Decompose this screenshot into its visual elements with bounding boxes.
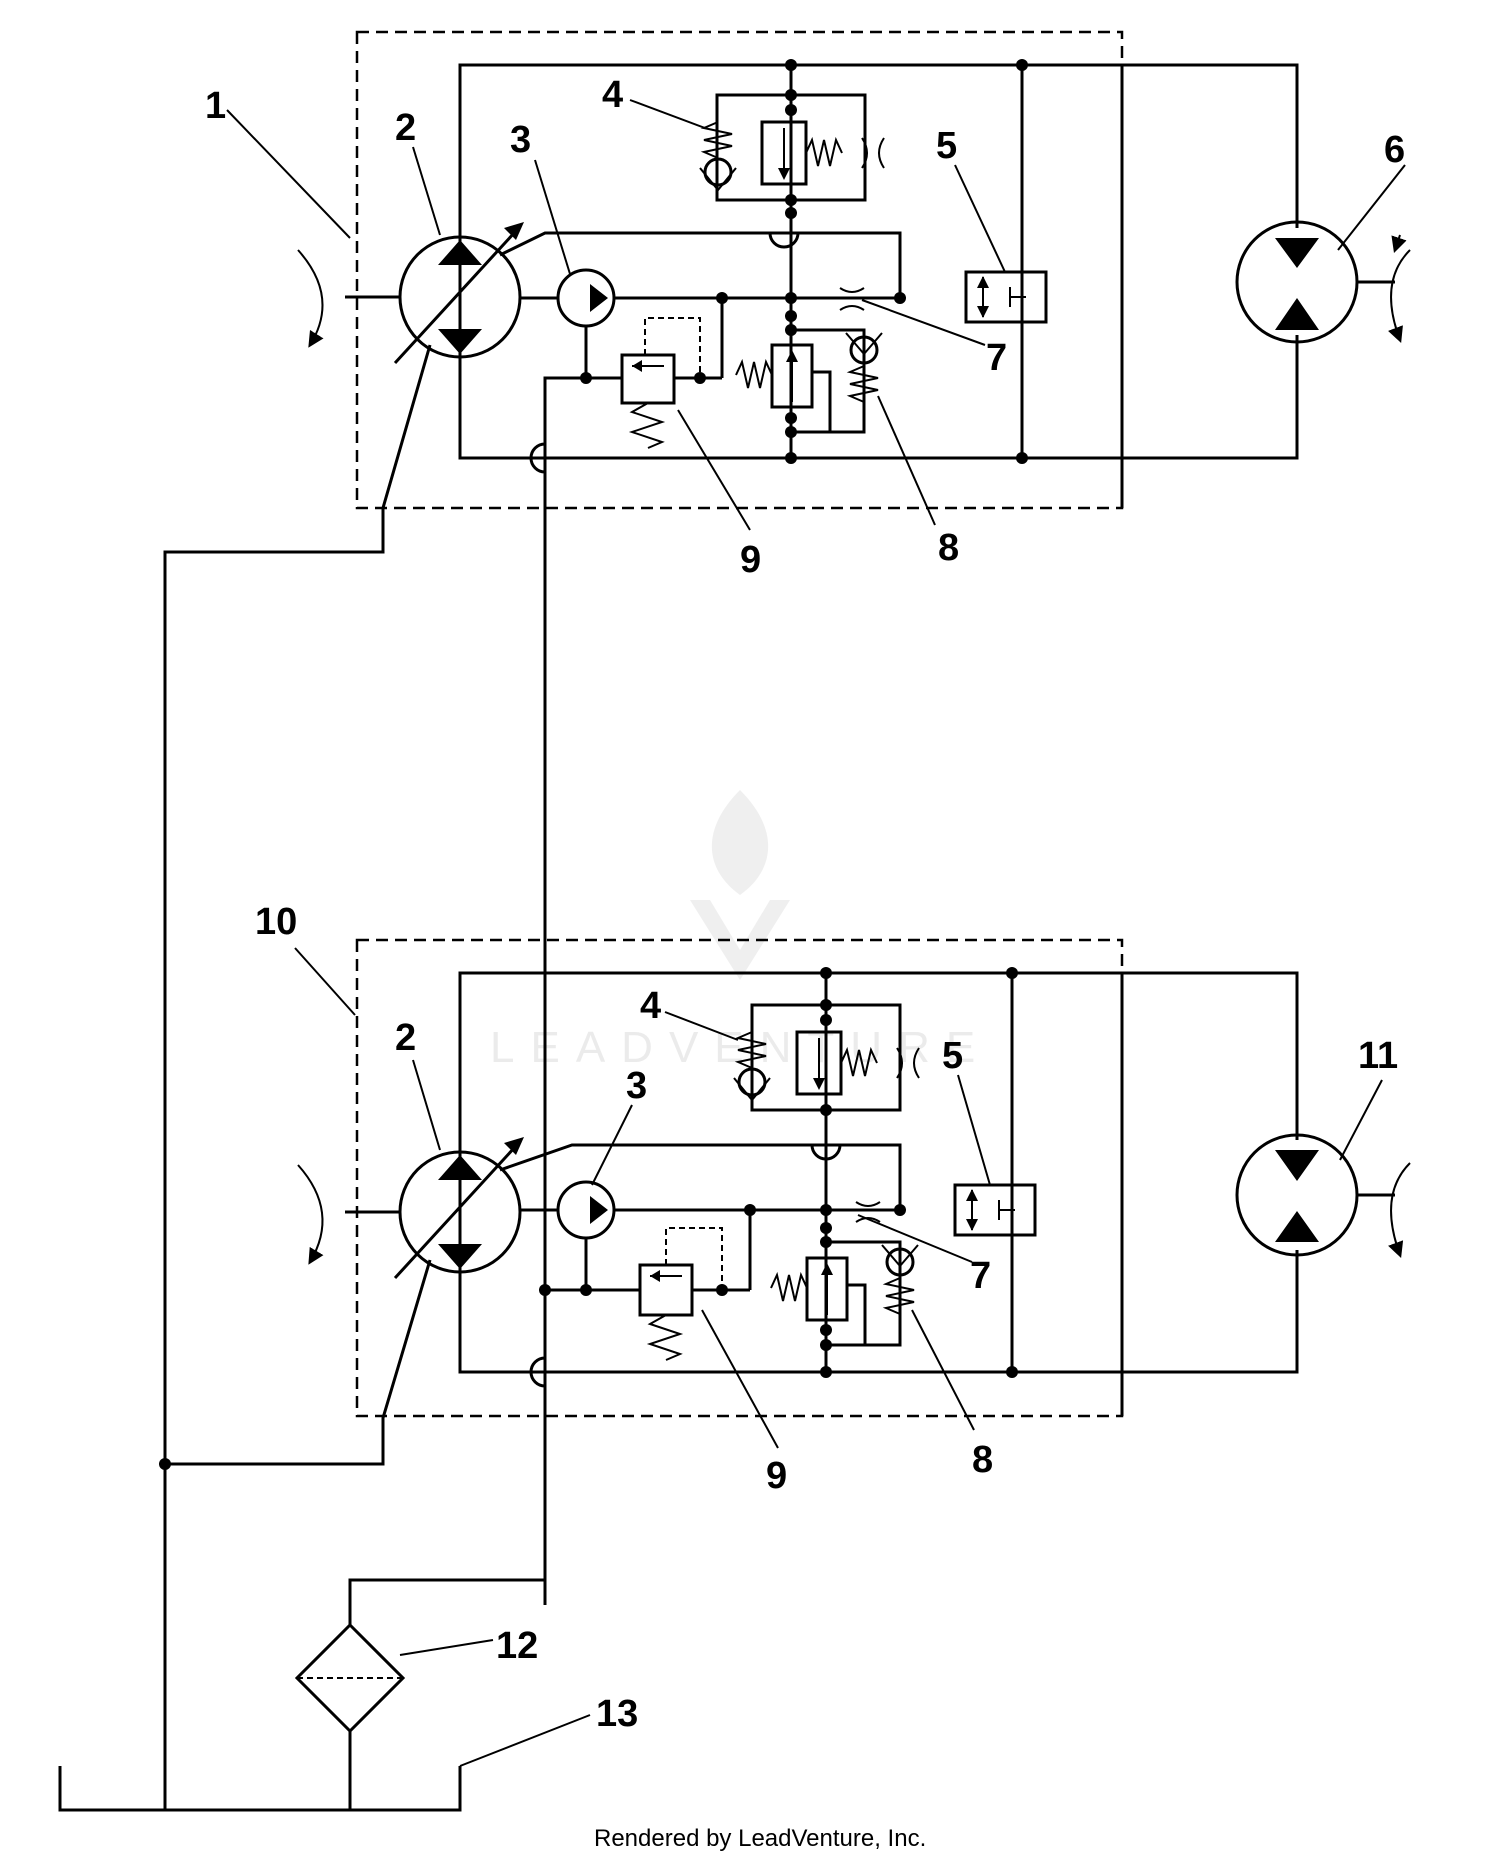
relief-check-valve-lower-bottom [770,1240,919,1347]
callout-4-bottom: 4 [640,985,661,1027]
charge-pump-bottom [556,1180,616,1240]
callout-9-top: 9 [740,539,761,581]
variable-pump-bottom [393,1137,524,1280]
hydraulic-motor-bottom [1235,1133,1411,1259]
footer-credit: Rendered by LeadVenture, Inc. [594,1825,926,1852]
hydraulic-motor-top [1235,220,1411,344]
callout-3-top: 3 [510,119,531,161]
callout-labels: 1 2 3 4 5 6 7 8 9 10 2 3 4 5 11 7 8 9 12… [205,74,1405,1735]
callout-5-bottom: 5 [942,1035,963,1077]
callout-8-top: 8 [938,527,959,569]
bypass-valve-bottom [953,1183,1037,1237]
leadventure-watermark: LEADVENTURE [490,790,991,1072]
filter [294,1622,406,1734]
callout-7-top: 7 [986,337,1007,379]
callout-7-bottom: 7 [970,1255,991,1297]
callout-10: 10 [255,901,297,943]
callout-1: 1 [205,85,226,127]
charge-pump-top [556,268,616,328]
callout-13: 13 [596,1693,638,1735]
charge-relief-valve-bottom [638,1227,723,1361]
callout-6: 6 [1384,129,1405,171]
reservoir [58,1766,462,1812]
callout-3-bottom: 3 [626,1065,647,1107]
callout-8-bottom: 8 [972,1439,993,1481]
variable-pump-top [393,222,524,365]
callout-leaders [226,99,1406,1767]
relief-check-valve-lower-top [735,328,883,434]
callout-11: 11 [1358,1035,1398,1077]
pump-assembly-top [163,30,1411,1810]
callout-9-bottom: 9 [766,1455,787,1497]
callout-2-top: 2 [395,107,416,149]
relief-check-valve-upper-top [699,93,885,202]
bypass-valve-top [964,270,1048,324]
watermark-text: LEADVENTURE [490,1023,991,1072]
callout-12: 12 [496,1625,538,1667]
relief-check-valve-upper-bottom [733,1003,920,1112]
callout-4-top: 4 [602,74,623,116]
callout-5-top: 5 [936,125,957,167]
pump-assembly-bottom [159,938,1411,1470]
callout-2-bottom: 2 [395,1017,416,1059]
